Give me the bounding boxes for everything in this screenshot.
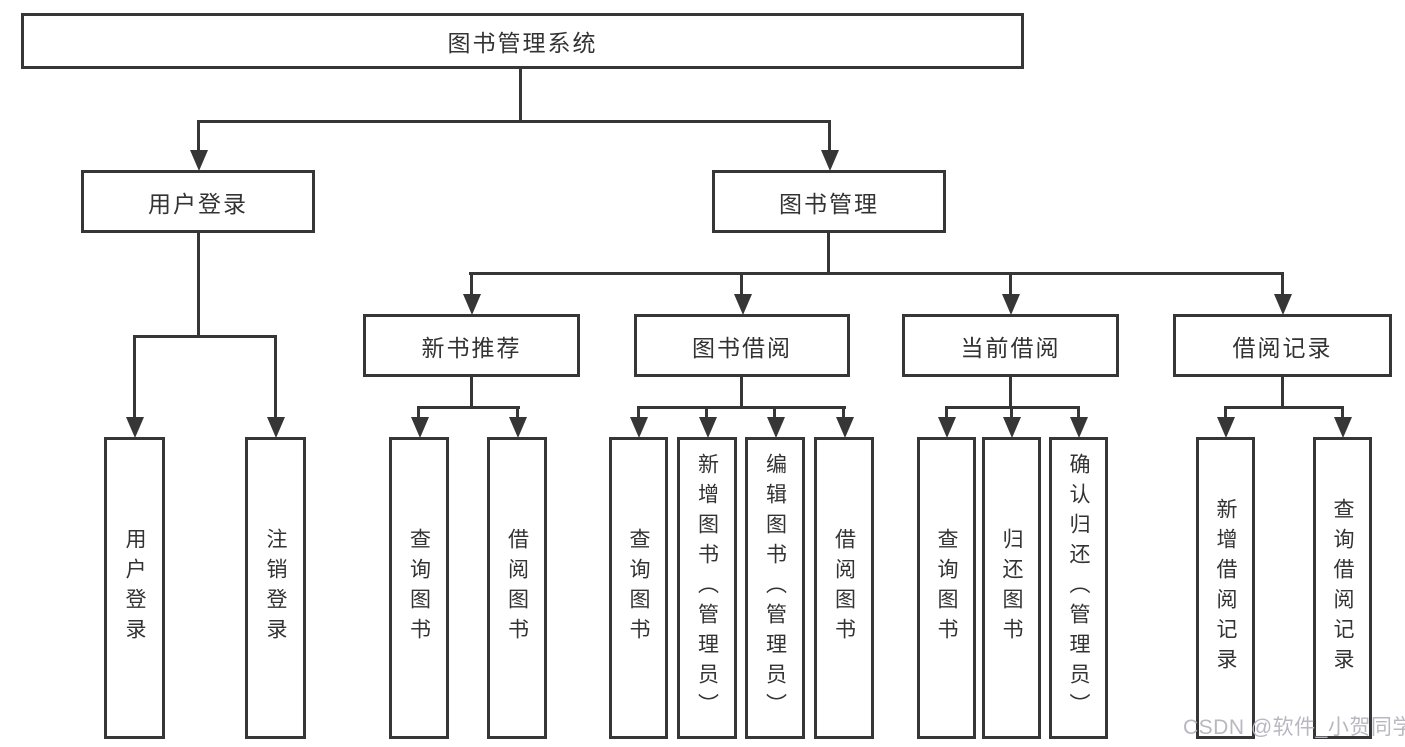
node-user-login: 用户登录: [81, 170, 315, 233]
connector-line: [945, 406, 948, 420]
arrowhead-icon: [1217, 417, 1235, 438]
node-book-borrow: 图书借阅: [634, 314, 850, 377]
arrowhead-icon: [734, 294, 752, 315]
connector-line: [417, 406, 520, 409]
node-leaf-cb-query-books: 查询图书: [917, 437, 976, 739]
node-leaf-nb-borrow-books: 借阅图书: [487, 437, 547, 739]
connector-line: [469, 272, 1284, 275]
node-borrow-records: 借阅记录: [1173, 314, 1392, 377]
node-leaf-bb-edit-books-admin: 编辑图书（管理员）: [745, 437, 805, 739]
arrowhead-icon: [1334, 417, 1352, 438]
arrowhead-icon: [190, 150, 208, 171]
node-leaf-br-query-record: 查询借阅记录: [1313, 437, 1372, 739]
connector-line: [740, 376, 743, 409]
arrowhead-icon: [1003, 417, 1021, 438]
arrowhead-icon: [767, 417, 785, 438]
node-leaf-nb-query-books: 查询图书: [389, 437, 449, 739]
connector-line: [516, 406, 519, 420]
connector-line: [1281, 376, 1284, 409]
connector-line: [197, 120, 200, 153]
arrowhead-icon: [836, 417, 854, 438]
connector-line: [1224, 406, 1227, 420]
connector-line: [1224, 406, 1344, 409]
arrowhead-icon: [699, 417, 717, 438]
connector-line: [827, 232, 830, 275]
arrowhead-icon: [630, 417, 648, 438]
connector-line: [828, 120, 831, 153]
connector-line: [740, 272, 743, 298]
connector-line: [1010, 406, 1013, 420]
connector-line: [1009, 376, 1012, 409]
node-leaf-bb-add-books-admin: 新增图书（管理员）: [677, 437, 737, 739]
connector-line: [519, 68, 522, 123]
connector-line: [470, 272, 473, 298]
node-leaf-br-add-record: 新增借阅记录: [1196, 437, 1255, 739]
connector-line: [637, 406, 640, 420]
connector-line: [197, 232, 200, 337]
node-leaf-cb-confirm-return-admin: 确认归还（管理员）: [1049, 437, 1108, 739]
arrowhead-icon: [463, 294, 481, 315]
watermark: CSDN @软件_小贺同学: [1183, 716, 1405, 739]
node-leaf-bb-query-books: 查询图书: [609, 437, 668, 739]
node-current-borrow: 当前借阅: [902, 314, 1119, 377]
node-leaf-user-login: 用户登录: [104, 437, 165, 739]
connector-line: [417, 406, 420, 420]
connector-line: [1077, 406, 1080, 420]
arrowhead-icon: [126, 417, 144, 438]
arrowhead-icon: [1274, 294, 1292, 315]
connector-line: [274, 335, 277, 419]
connector-line: [1281, 272, 1284, 298]
node-leaf-cb-return-books: 归还图书: [982, 437, 1041, 739]
node-leaf-logout: 注销登录: [245, 437, 306, 739]
connector-line: [637, 406, 846, 409]
arrowhead-icon: [1070, 417, 1088, 438]
node-book-management: 图书管理: [712, 170, 946, 233]
connector-line: [842, 406, 845, 420]
connector-line: [1341, 406, 1344, 420]
arrowhead-icon: [509, 417, 527, 438]
connector-line: [133, 335, 277, 338]
connector-line: [197, 120, 831, 123]
connector-line: [1009, 272, 1012, 298]
connector-line: [773, 406, 776, 420]
arrowhead-icon: [267, 417, 285, 438]
connector-line: [705, 406, 708, 420]
node-leaf-bb-borrow-books: 借阅图书: [814, 437, 874, 739]
arrowhead-icon: [938, 417, 956, 438]
arrowhead-icon: [411, 417, 429, 438]
arrowhead-icon: [1002, 294, 1020, 315]
node-root: 图书管理系统: [21, 13, 1024, 69]
arrowhead-icon: [821, 150, 839, 171]
node-new-book-recommend: 新书推荐: [363, 314, 580, 377]
connector-line: [470, 376, 473, 409]
connector-line: [133, 335, 136, 419]
